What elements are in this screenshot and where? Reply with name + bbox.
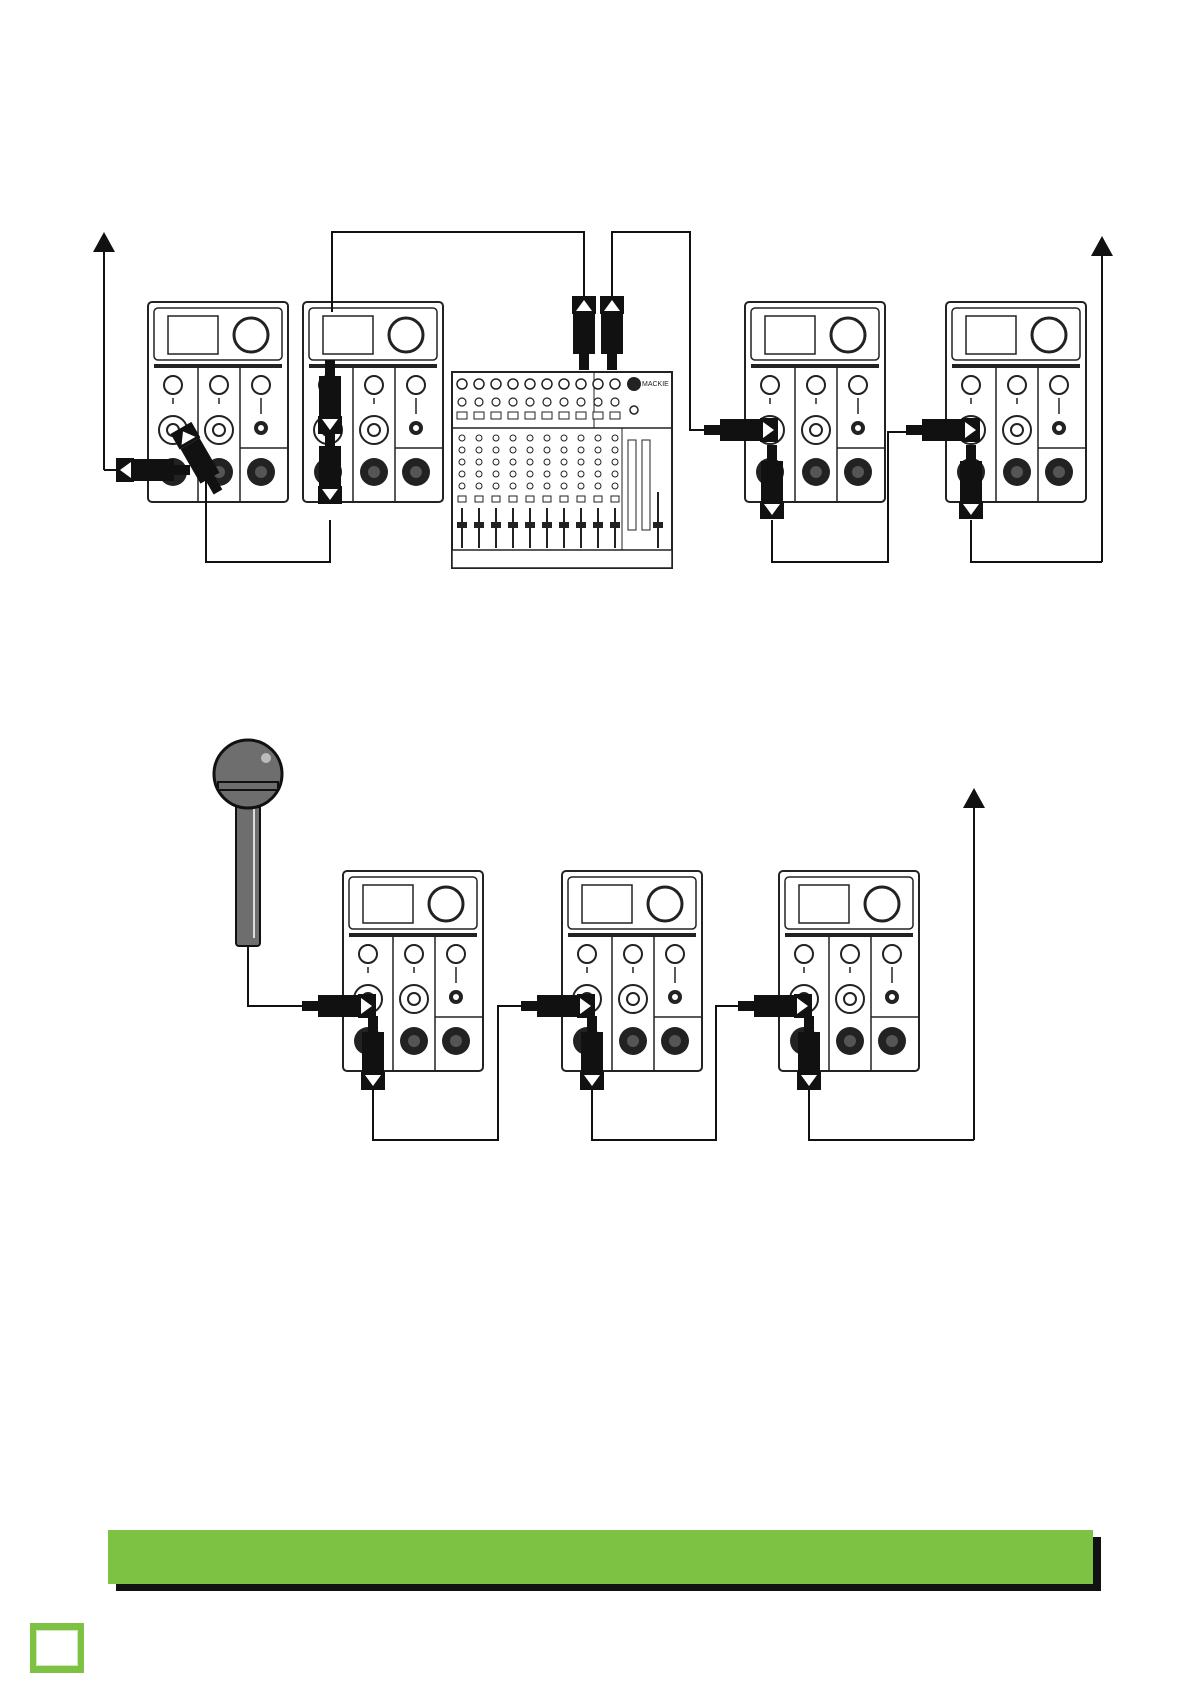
plug-mixer-a (572, 296, 596, 370)
arrow-up-bottom (963, 788, 985, 1140)
arrow-up-left (93, 232, 115, 470)
microphone-icon (214, 740, 282, 946)
plug-mixer-b (600, 296, 624, 370)
mixer: MACKIE (452, 372, 672, 568)
page-number (36, 1630, 78, 1666)
top-diagram: MACKIE (93, 232, 1113, 568)
arrow-up-right (1091, 236, 1113, 562)
plug-p7-in (738, 994, 812, 1018)
plug-p4-in (906, 418, 980, 442)
page-number-badge (30, 1623, 84, 1673)
bottom-diagram (214, 740, 985, 1140)
mixer-brand: MACKIE (642, 381, 669, 388)
plug-p6-in (521, 994, 595, 1018)
plug-p3-in (704, 418, 778, 442)
green-banner (108, 1530, 1093, 1584)
plug-p5-in (302, 994, 376, 1018)
